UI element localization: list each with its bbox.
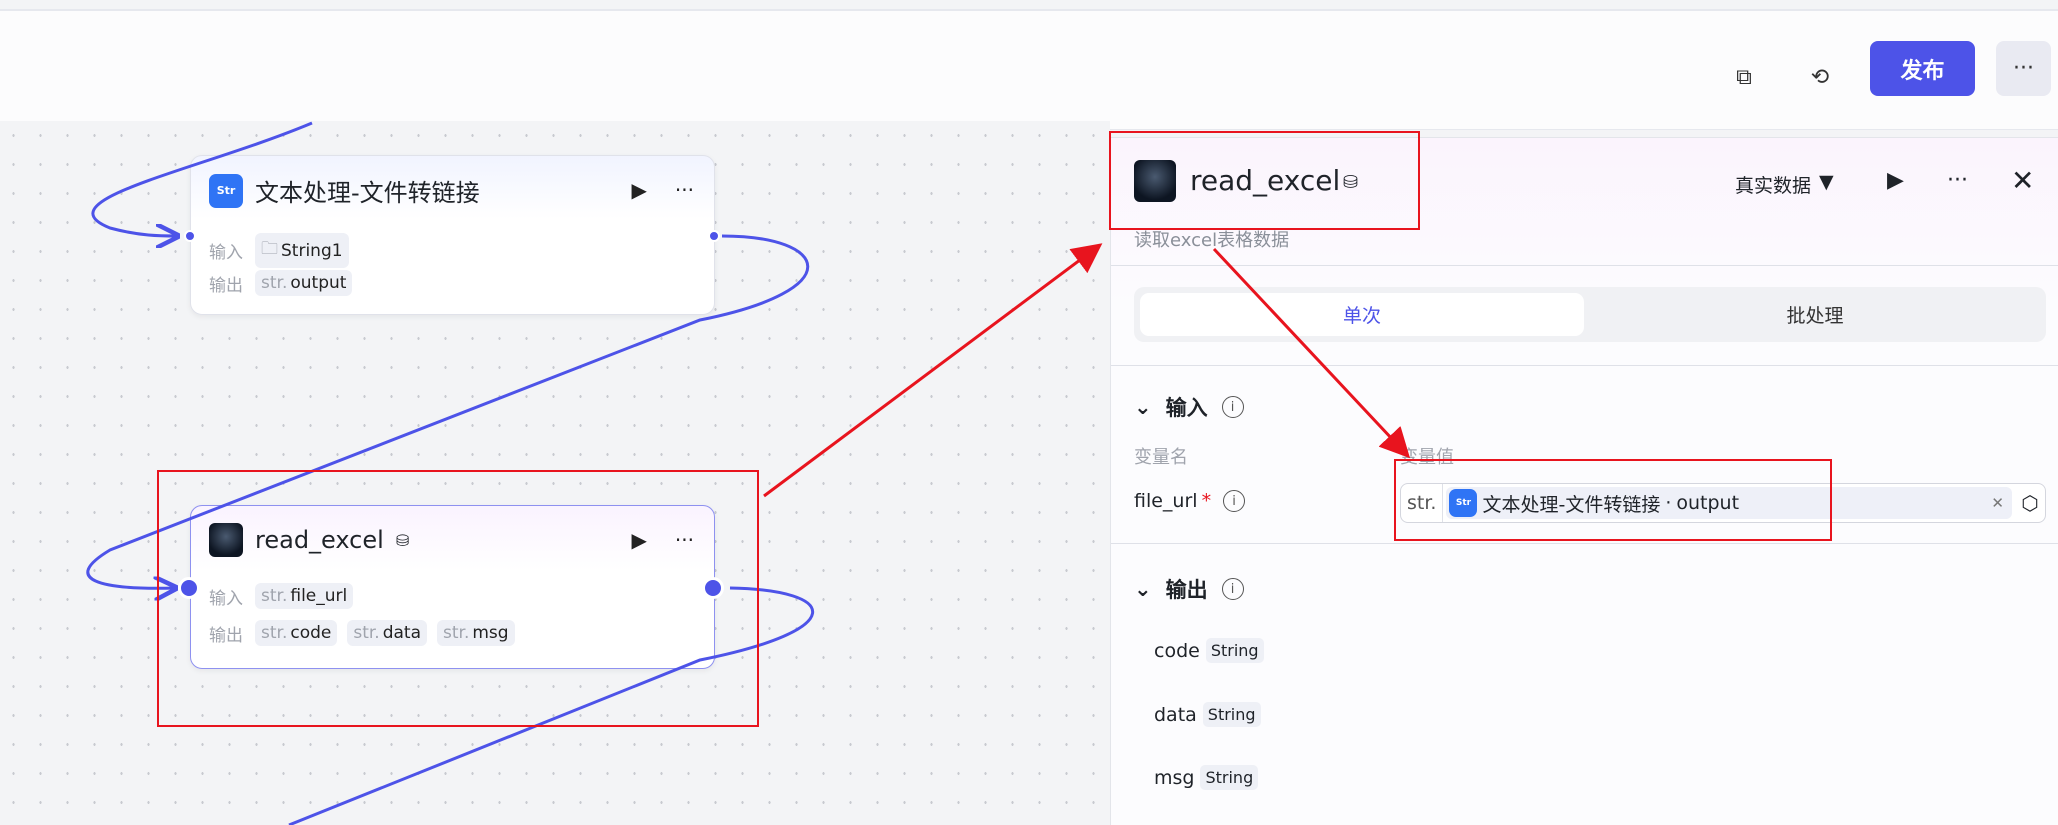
plugin-str-icon: Str	[209, 173, 243, 208]
avatar	[1134, 160, 1176, 202]
annotation-box	[157, 470, 759, 727]
chevron-down-icon: ⌄	[1134, 577, 1152, 601]
input-tag: 🗀String1	[255, 233, 349, 268]
param-file-url-label: file_url*i	[1134, 490, 1246, 512]
input-port[interactable]	[184, 230, 196, 242]
close-icon[interactable]: ✕	[2011, 164, 2035, 197]
more-icon[interactable]: ···	[674, 178, 694, 202]
folder-icon: 🗀	[261, 239, 278, 259]
node-title: 文本处理-文件转链接	[255, 179, 480, 207]
info-icon: i	[1221, 578, 1244, 600]
mode-tabs: 单次 批处理	[1134, 287, 2046, 342]
col-var-value: 变量值	[1400, 447, 1454, 468]
tab-batch[interactable]: 批处理	[1786, 305, 1844, 327]
type-label: str.	[1401, 484, 1444, 522]
col-var-name: 变量名	[1134, 447, 1188, 468]
panel-description: 读取excel表格数据	[1134, 230, 1290, 251]
output-port[interactable]	[708, 230, 720, 242]
run-icon[interactable]: ▶	[631, 178, 647, 202]
publish-button[interactable]: 发布	[1870, 41, 1975, 96]
input-label: 输入	[209, 243, 243, 263]
output-label: 输出	[209, 275, 243, 296]
node-text-to-link[interactable]: Str 文本处理-文件转链接 ▶ ··· 输入 🗀String1 输出 str.outp…	[190, 155, 715, 315]
tab-single[interactable]: 单次	[1140, 293, 1584, 336]
history-icon[interactable]: ⟲	[1810, 64, 1830, 90]
panel-title: read_excel	[1190, 164, 1341, 197]
file-url-value-input[interactable]: str. Str 文本处理-文件转链接·output ✕ ⬡	[1400, 483, 2046, 523]
info-icon: i	[1221, 396, 1244, 418]
copy-icon[interactable]: ⧉	[1736, 64, 1752, 90]
reference-chip[interactable]: Str 文本处理-文件转链接·output ✕	[1446, 487, 2012, 519]
run-icon[interactable]: ▶	[1887, 168, 1904, 193]
annotation-box	[1394, 459, 1832, 541]
input-label: 输入	[209, 588, 243, 609]
variable-picker-icon[interactable]: ⬡	[2021, 491, 2039, 515]
more-icon[interactable]: ···	[1947, 168, 1968, 193]
plugin-str-icon: Str	[1449, 489, 1478, 517]
more-button[interactable]: ···	[1996, 41, 2051, 96]
top-toolbar: ⧉ ⟲ 发布 ···	[0, 9, 2058, 130]
chevron-down-icon: ⌄	[1134, 395, 1152, 419]
annotation-box	[1109, 131, 1420, 230]
caret-down-icon: ▼	[1819, 171, 1834, 193]
clear-icon[interactable]: ✕	[1991, 494, 2004, 512]
info-icon: i	[1223, 490, 1246, 512]
output-label: 输出	[209, 625, 243, 646]
store-icon: ⛁	[1343, 172, 1359, 193]
data-mode-dropdown[interactable]: 真实数据▼	[1735, 171, 1834, 197]
output-tag: str.output	[255, 270, 353, 296]
